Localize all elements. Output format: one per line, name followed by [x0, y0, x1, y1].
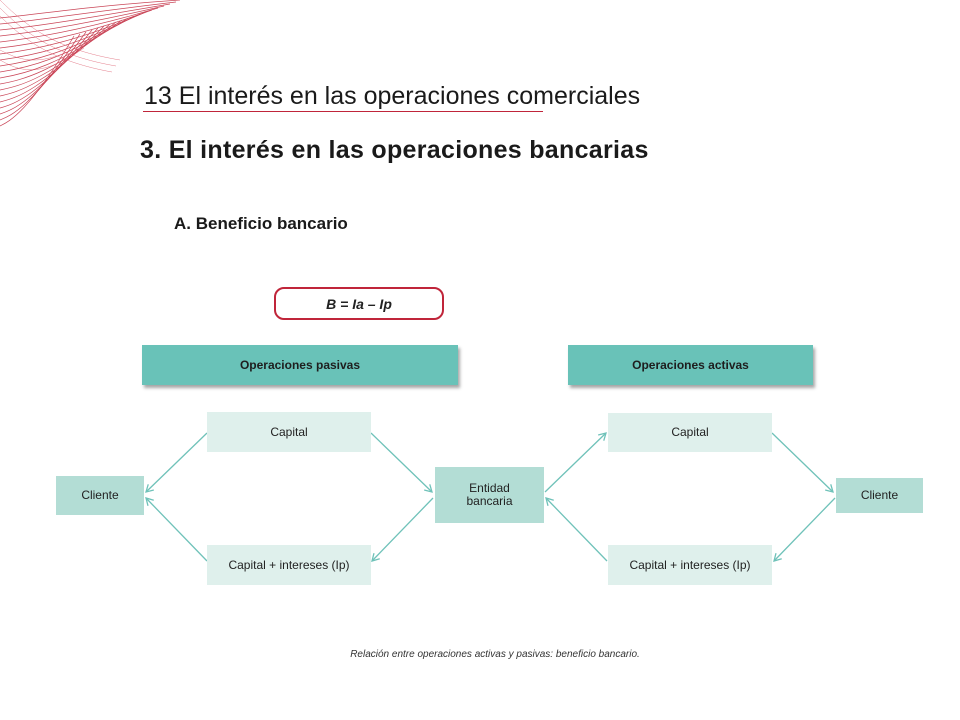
bank-entity-box: Entidad bancaria	[435, 467, 544, 523]
arrow-left-bottom-to-client	[145, 497, 208, 562]
left-capital-interest-box: Capital + intereses (Ip)	[207, 545, 371, 585]
subsection-title: A. Beneficio bancario	[174, 214, 348, 233]
arrow-bank-to-right-capital	[544, 432, 607, 493]
arrow-right-client-to-bottom	[773, 497, 836, 562]
arrow-left-capital-to-bank	[370, 432, 433, 493]
bank-entity-line1: Entidad	[469, 481, 510, 495]
right-capital-box: Capital	[608, 413, 772, 452]
left-client-box: Cliente	[56, 476, 144, 515]
arrow-left-capital-to-client	[145, 432, 208, 493]
arrow-right-capital-to-client	[771, 432, 834, 493]
chapter-title: El interés en las operaciones comerciale…	[178, 82, 641, 110]
right-capital-interest-box: Capital + intereses (Ip)	[608, 545, 772, 585]
arrow-bank-to-left-bottom	[371, 497, 434, 562]
decorative-ribbon	[0, 0, 180, 127]
header-active-operations: Operaciones activas	[568, 345, 813, 385]
figure-caption: Relación entre operaciones activas y pas…	[350, 649, 640, 660]
right-client-box: Cliente	[836, 478, 923, 513]
header-passive-operations: Operaciones pasivas	[142, 345, 458, 385]
chapter-heading: 13 El interés en las operaciones comerci…	[144, 82, 640, 111]
chapter-underline	[143, 111, 543, 112]
section-title: 3. El interés en las operaciones bancari…	[140, 136, 649, 164]
formula-box: B = Ia – Ip	[274, 287, 444, 320]
arrow-right-bottom-to-bank	[545, 497, 608, 562]
left-capital-box: Capital	[207, 412, 371, 452]
bank-entity-line2: bancaria	[466, 494, 513, 508]
chapter-number: 13	[144, 82, 172, 110]
